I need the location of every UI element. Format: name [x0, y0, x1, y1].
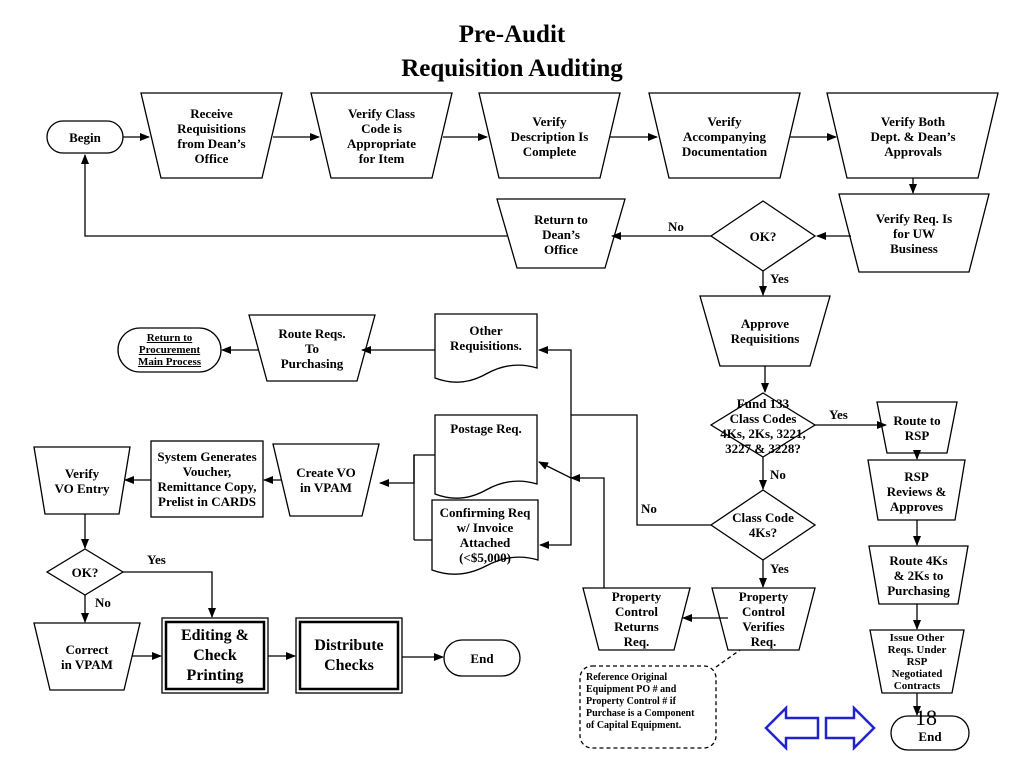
correct-vpam-shape: [33, 622, 141, 691]
ok2-label: OK?: [71, 564, 99, 580]
edge-docs-createvo: [379, 454, 435, 487]
reference-note-box: [579, 665, 717, 749]
return-proc-label[interactable]: Return to Procurement Main Process: [137, 332, 202, 368]
verify-class-label: Verify Class Code is Appropriate for Ite…: [346, 106, 417, 166]
title-line-1: Pre-Audit: [458, 21, 566, 48]
class4k-label: Class Code 4Ks?: [732, 510, 794, 540]
edge-ok2-editing: [123, 571, 216, 618]
property-control-verifies-shape: [711, 587, 816, 651]
edge-class4k-docs: [538, 414, 711, 526]
edge-to-other: [538, 346, 572, 415]
verify-uw-label: Verify Req. Is for UW Business: [875, 210, 953, 256]
edge-label-yes-ok2: Yes: [147, 552, 166, 567]
confirming-label: Confirming Req w/ Invoice Attached (<$5,…: [439, 505, 531, 565]
route-reqs-purchasing-shape: [248, 314, 376, 382]
edge-label-no-ok2: No: [95, 595, 111, 610]
postage-label: Postage Req.: [450, 420, 522, 436]
postage-req-document: [434, 414, 538, 499]
issue-other-label: Issue Other Reqs. Under RSP Negotiated C…: [887, 632, 947, 692]
end-bottom-label: End: [470, 650, 494, 666]
receive-label: Receive Requisitions from Dean’s Office: [177, 106, 246, 166]
verify-vo-label: Verify VO Entry: [54, 466, 110, 496]
end-right-label: End: [918, 728, 942, 744]
edge-label-yes-fund: Yes: [829, 407, 848, 422]
begin-label: Begin: [69, 129, 101, 145]
approve-requisitions-shape: [699, 295, 831, 367]
verify-uw-business-shape: [838, 193, 990, 273]
right-arrow-icon[interactable]: [824, 704, 876, 752]
reference-note-label: Reference Original Equipment PO # and Pr…: [586, 672, 695, 731]
rsp-reviews-label: RSP Reviews & Approves: [886, 468, 947, 514]
edge-returns-up: [570, 474, 605, 588]
verify-both-label: Verify Both Dept. & Dean’s Approvals: [870, 113, 956, 159]
distribute-checks-box: [298, 620, 400, 691]
verify-doc-label: Verify Accompanying Documentation: [681, 113, 768, 159]
prop-verifies-label: Property Control Verifies Req.: [738, 589, 789, 649]
edge-label-no-fund: No: [770, 467, 786, 482]
left-arrow-icon[interactable]: [764, 704, 820, 752]
verify-approvals-shape: [826, 92, 999, 179]
verify-vo-entry-shape: [33, 446, 131, 515]
create-vo-shape: [272, 443, 380, 517]
system-generates-box: [150, 440, 264, 518]
route-4ks-label: Route 4Ks & 2Ks to Purchasing: [887, 552, 950, 598]
edge-note-link: [715, 649, 741, 668]
verify-desc-label: Verify Description Is Complete: [510, 113, 589, 159]
return-deans-office-shape: [496, 198, 626, 269]
rsp-reviews-shape: [867, 459, 966, 521]
receive-requisitions-shape: [140, 92, 283, 179]
edge-label-no-ok1: No: [668, 219, 684, 234]
edge-label-no-class4k: No: [641, 501, 657, 516]
title-line-2: Requisition Auditing: [401, 55, 623, 82]
editing-label: Editing & Check Printing: [180, 626, 249, 684]
system-gen-label: System Generates Voucher, Remittance Cop…: [157, 449, 257, 509]
edge-label-yes-ok1: Yes: [770, 271, 789, 286]
create-vo-label: Create VO in VPAM: [296, 465, 356, 495]
edge-label-yes-class4k: Yes: [770, 561, 789, 576]
nav-arrows: [764, 704, 876, 752]
confirming-req-document: [431, 499, 539, 575]
approve-label: Approve Requisitions: [730, 316, 800, 346]
other-reqs-label: Other Requisitions.: [450, 323, 522, 353]
ok1-label: OK?: [749, 228, 777, 244]
distribute-label: Distribute Checks: [314, 636, 384, 674]
edge-return-begin: [81, 154, 507, 237]
route-to-rsp-shape: [876, 401, 958, 454]
end-right-terminator: [890, 715, 970, 751]
return-dean-label: Return to Dean’s Office: [534, 211, 588, 257]
page-number: 18: [915, 705, 937, 730]
edge-to-confirming: [539, 478, 572, 549]
correct-label: Correct in VPAM: [61, 642, 113, 672]
verify-class-code-shape: [310, 92, 453, 179]
fund-label: Fund 133 Class Codes 4Ks, 2Ks, 3221, 322…: [720, 396, 806, 456]
verify-documentation-shape: [648, 92, 801, 179]
issue-other-reqs-shape: [869, 629, 965, 694]
property-control-returns-shape: [582, 587, 691, 651]
editing-check-printing-box: [164, 620, 266, 691]
route-rsp-label: Route to RSP: [893, 413, 941, 443]
route-purch-label: Route Reqs. To Purchasing: [278, 325, 346, 371]
route-4ks-shape: [868, 545, 969, 605]
other-requisitions-document: [434, 313, 538, 383]
verify-description-shape: [478, 92, 621, 179]
end-bottom-terminator: [443, 639, 521, 677]
prop-returns-label: Property Control Returns Req.: [611, 589, 662, 649]
